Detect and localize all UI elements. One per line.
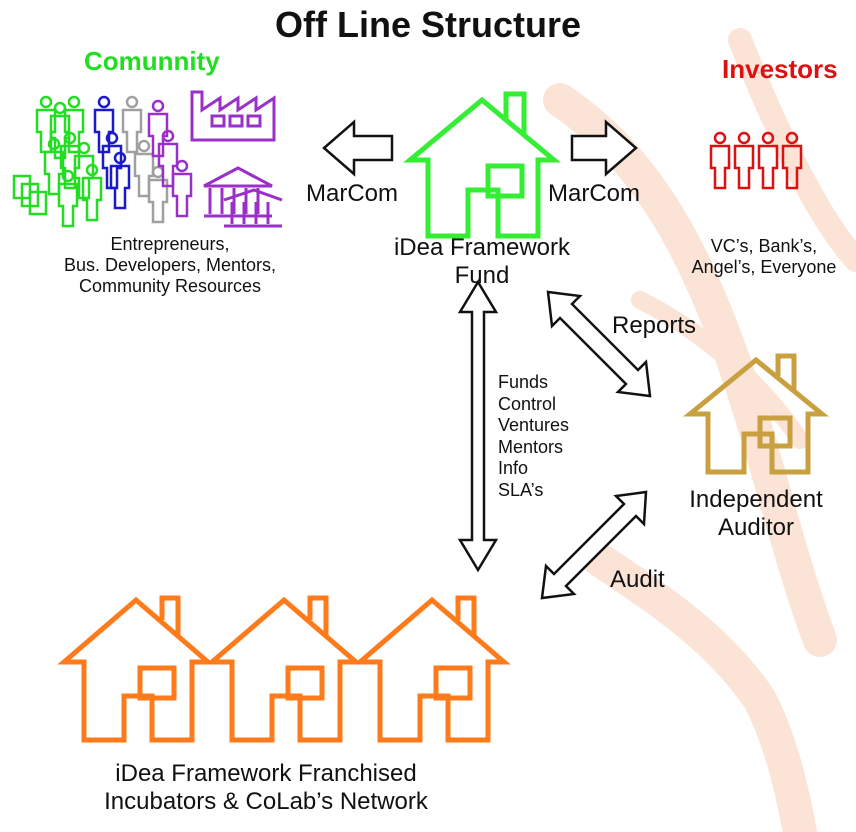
building-icon [203, 166, 283, 228]
marcom-right-label: MarCom [548, 180, 641, 207]
auditor-house-icon [682, 353, 830, 475]
investors-caption-line: VC’s, Bank’s, [710, 236, 818, 256]
fund-house-icon [403, 91, 561, 239]
flow-item: SLA’s [498, 479, 544, 500]
network-houses [57, 595, 511, 743]
community-caption: Entrepreneurs, Bus. Developers, Mentors,… [10, 234, 330, 298]
flows-list: Funds Control Ventures Mentors Info SLA’… [498, 372, 569, 502]
fund-label-line: Fund [454, 262, 510, 290]
network-house-icon-1 [57, 595, 215, 743]
community-caption-line: Entrepreneurs, [110, 234, 230, 254]
flow-item: Control [498, 393, 557, 414]
investors-caption-line: Angel’s, Everyone [691, 257, 837, 278]
documents-icon [12, 174, 48, 216]
community-caption-line: Bus. Developers, Mentors, [63, 255, 277, 276]
investors-heading: Investors [722, 54, 838, 84]
marcom-left-label: MarCom [306, 180, 399, 207]
page-title: Off Line Structure [274, 4, 582, 45]
reports-label: Reports [612, 312, 697, 339]
auditor-label-line: Auditor [717, 514, 795, 542]
reports-double-arrow [546, 290, 652, 398]
audit-label: Audit [610, 566, 665, 593]
flow-item: Funds [498, 372, 549, 392]
investors-caption: VC’s, Bank’s, Angel’s, Everyone [672, 236, 856, 278]
audit-double-arrow [540, 490, 648, 600]
fund-label: iDea Framework Fund [352, 234, 612, 291]
marcom-right-arrow [570, 119, 638, 177]
factory-icon [190, 90, 276, 142]
community-caption-line: Community Resources [78, 276, 262, 297]
network-label-line: Incubators & CoLab’s Network [104, 788, 428, 816]
auditor-label-line: Independent [689, 486, 823, 513]
fund-network-double-arrow [457, 279, 499, 573]
flow-item: Info [498, 458, 529, 479]
auditor-label: Independent Auditor [664, 486, 848, 543]
community-people-icon [12, 95, 193, 228]
fund-label-line: iDea Framework [393, 234, 571, 261]
flow-item: Ventures [498, 415, 570, 436]
network-label-line: iDea Framework Franchised [115, 760, 417, 787]
network-house-icon-3 [353, 595, 511, 743]
network-label: iDea Framework Franchised Incubators & C… [36, 760, 496, 817]
marcom-left-arrow [322, 119, 394, 177]
network-house-icon-2 [205, 595, 363, 743]
community-heading: Comunnity [84, 46, 220, 76]
flow-item: Mentors [498, 436, 564, 457]
